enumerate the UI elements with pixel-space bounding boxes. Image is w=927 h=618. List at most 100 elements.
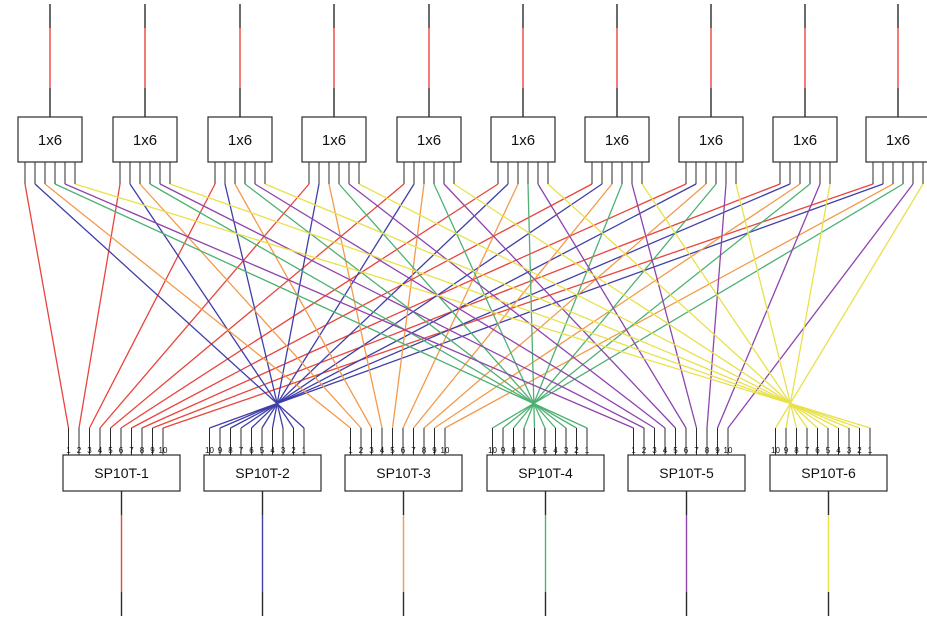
crossconnect-fiber	[139, 183, 362, 429]
switch-port-number: 9	[715, 446, 720, 455]
splitter-box	[396, 116, 462, 163]
crossconnect-fiber	[706, 183, 727, 429]
switch-port-number: 3	[847, 446, 852, 455]
splitter-1x6: 1x6	[112, 116, 178, 184]
splitter-1x6: 1x6	[772, 116, 838, 184]
switch-port-number: 3	[369, 446, 374, 455]
switch-port-number: 7	[411, 446, 416, 455]
switch-port-number: 3	[564, 446, 569, 455]
splitter-input-lines	[49, 4, 899, 117]
switch-port-number: 2	[574, 446, 579, 455]
switch-port-number: 10	[488, 446, 497, 455]
switch-port-number: 8	[228, 446, 233, 455]
switch-port-number: 7	[239, 446, 244, 455]
splitter-box	[17, 116, 83, 163]
crossconnect-fiber	[328, 183, 383, 429]
crossconnect-fiber	[54, 183, 588, 429]
switch-box	[627, 454, 746, 492]
crossconnect-fiber	[99, 183, 310, 429]
crossconnect-fiber	[78, 183, 121, 429]
crossconnect-fiber	[254, 183, 655, 429]
switch-port-number: 6	[815, 446, 820, 455]
switch-port-number: 8	[705, 446, 710, 455]
switch-port-number: 4	[553, 446, 558, 455]
switch-port-number: 7	[129, 446, 134, 455]
splitter-label: 1x6	[793, 132, 817, 149]
crossconnect-fiber	[735, 183, 798, 429]
switch-port-number: 6	[401, 446, 406, 455]
switch-label: SP10T-5	[659, 465, 714, 481]
crossconnect-fiber	[209, 183, 884, 429]
splitter-box	[772, 116, 838, 163]
crossconnect-fiber	[348, 183, 666, 429]
crossconnect-fiber	[631, 183, 698, 429]
crossconnect-fiber	[230, 183, 697, 429]
splitter-1x6: 1x6	[490, 116, 556, 184]
switch-port-number: 2	[857, 446, 862, 455]
crossconnect-fiber	[412, 183, 613, 429]
crossconnect-fiber	[502, 183, 811, 429]
crossconnect-fiber	[641, 183, 808, 429]
crossconnect-fiber	[149, 183, 577, 429]
splitter-label: 1x6	[322, 132, 346, 149]
switch-label: SP10T-2	[235, 465, 290, 481]
crossconnect-fiber	[512, 183, 717, 429]
splitter-1x6: 1x6	[678, 116, 744, 184]
switch-port-number: 2	[77, 446, 82, 455]
switch-port-number: 8	[794, 446, 799, 455]
switch-box	[203, 454, 322, 492]
switch-port-number: 4	[663, 446, 668, 455]
crossconnect-fiber	[44, 183, 351, 429]
switch-label: SP10T-6	[801, 465, 856, 481]
switch-port-number: 2	[291, 446, 296, 455]
switch-label: SP10T-3	[376, 465, 431, 481]
switch-port-number: 7	[694, 446, 699, 455]
switch-port-number: 8	[511, 446, 516, 455]
splitter-label: 1x6	[699, 132, 723, 149]
switch-box	[344, 454, 463, 492]
switch-port-number: 5	[826, 446, 831, 455]
splitter-1x6: 1x6	[17, 116, 83, 184]
crossconnect-fiber	[547, 183, 818, 429]
switch-port-number: 4	[380, 446, 385, 455]
crossconnect-fiber	[785, 183, 831, 429]
switch-port-number: 6	[249, 446, 254, 455]
splitter-box	[865, 116, 927, 163]
switch-port-number: 6	[684, 446, 689, 455]
switch-port-number: 7	[522, 446, 527, 455]
splitter-label: 1x6	[417, 132, 441, 149]
crossconnect-fiber	[88, 183, 216, 429]
switch-port-number: 4	[98, 446, 103, 455]
crossconnect-fiber	[244, 183, 567, 429]
splitter-1x6: 1x6	[301, 116, 367, 184]
splitter-1x6: 1x6	[865, 116, 927, 184]
switch-port-number: 10	[724, 446, 733, 455]
crossconnect-fiber	[162, 183, 874, 429]
crossconnect-fiber	[34, 183, 305, 429]
crossconnect-fiber	[523, 183, 623, 429]
switch-port-number: 6	[532, 446, 537, 455]
splitter-box	[584, 116, 650, 163]
crossconnect-fiber	[391, 183, 425, 429]
crossconnect-fiber	[224, 183, 284, 429]
splitter-1x6: 1x6	[207, 116, 273, 184]
crossconnect-fiber	[443, 183, 676, 429]
crossconnect-fiber	[434, 183, 801, 429]
crossconnect-fiber	[716, 183, 821, 429]
switch-port-number: 10	[159, 446, 168, 455]
splitter-box	[301, 116, 367, 163]
crossconnect-fiber	[110, 183, 405, 429]
switch-port-number: 5	[543, 446, 548, 455]
splitter-label: 1x6	[886, 132, 910, 149]
switch-port-number: 10	[205, 446, 214, 455]
switch-box	[486, 454, 605, 492]
crossconnect-fiber	[240, 183, 603, 429]
switch-port-number: 9	[218, 446, 223, 455]
